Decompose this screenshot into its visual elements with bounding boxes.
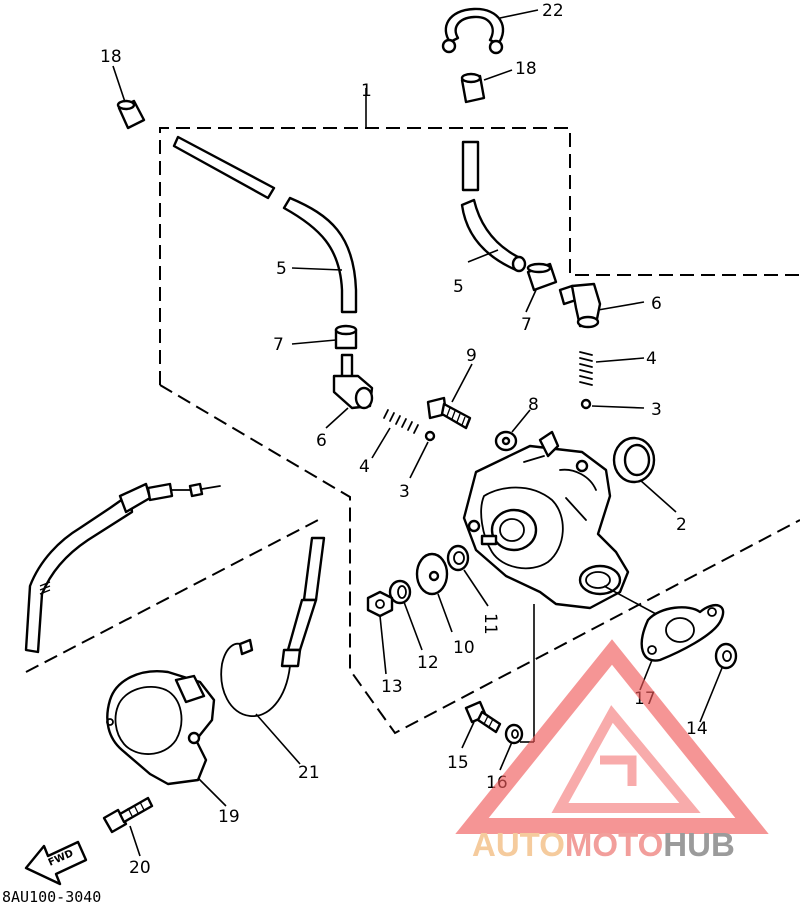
watermark-triangle-icon bbox=[455, 639, 769, 834]
callout-4-left: 4 bbox=[359, 457, 370, 477]
callout-11: 11 bbox=[480, 613, 500, 635]
part-oil-pump-body bbox=[462, 430, 630, 742]
part-ball-3-right bbox=[580, 398, 645, 410]
callout-12: 12 bbox=[417, 653, 439, 673]
part-cable-21 bbox=[24, 482, 326, 765]
part-collar-7-left bbox=[291, 324, 358, 350]
part-bolt-15 bbox=[461, 700, 502, 749]
part-nut-13 bbox=[366, 590, 394, 675]
callout-10: 10 bbox=[453, 638, 475, 658]
part-cap-18-left bbox=[112, 65, 146, 130]
callout-1: 1 bbox=[361, 81, 372, 101]
part-elbow-6-right bbox=[558, 282, 645, 329]
part-seal-2 bbox=[612, 436, 677, 513]
part-washer-14 bbox=[699, 642, 738, 723]
part-cover-19 bbox=[106, 670, 227, 807]
part-washer-16 bbox=[499, 723, 534, 771]
watermark-hub: HUB bbox=[663, 826, 735, 863]
callout-13: 13 bbox=[381, 677, 403, 697]
part-hose-5-left bbox=[172, 135, 358, 314]
callouts: 1 2 3 3 4 4 5 5 6 6 7 7 8 9 10 11 12 13 … bbox=[100, 1, 708, 878]
callout-4-right: 4 bbox=[646, 349, 657, 369]
assembly-boundary bbox=[25, 88, 800, 735]
callout-5-right: 5 bbox=[453, 277, 464, 297]
callout-7-left: 7 bbox=[273, 335, 284, 355]
part-plate-10 bbox=[415, 552, 453, 633]
callout-2: 2 bbox=[676, 515, 687, 535]
callout-18-top: 18 bbox=[515, 59, 537, 79]
part-spring-4-right bbox=[579, 351, 645, 386]
callout-8: 8 bbox=[528, 395, 539, 415]
part-collar-7-right bbox=[525, 262, 558, 313]
callout-14: 14 bbox=[686, 719, 708, 739]
part-ball-3-left bbox=[409, 430, 436, 479]
part-washer-11 bbox=[446, 544, 489, 607]
part-screw-20 bbox=[102, 796, 154, 857]
part-elbow-6-left bbox=[325, 353, 374, 429]
callout-9: 9 bbox=[466, 346, 477, 366]
part-spring-4-left bbox=[371, 409, 419, 459]
callout-21: 21 bbox=[298, 763, 320, 783]
callout-6-left: 6 bbox=[316, 431, 327, 451]
part-washer-12 bbox=[388, 579, 423, 651]
callout-20: 20 bbox=[129, 858, 151, 878]
fwd-arrow-icon: FWD bbox=[24, 840, 88, 886]
callout-22: 22 bbox=[542, 1, 564, 21]
callout-18-left: 18 bbox=[100, 47, 122, 67]
callout-5-left: 5 bbox=[276, 259, 287, 279]
diagram-code: 8AU100-3040 bbox=[2, 888, 101, 906]
callout-3-right: 3 bbox=[651, 400, 662, 420]
callout-7-right: 7 bbox=[521, 315, 532, 335]
callout-3-left: 3 bbox=[399, 482, 410, 502]
part-hose-5-right bbox=[460, 140, 527, 273]
callout-15: 15 bbox=[447, 753, 469, 773]
watermark-auto: AUTO bbox=[472, 826, 565, 863]
callout-6-right: 6 bbox=[651, 294, 662, 314]
part-cap-18-top bbox=[460, 69, 513, 104]
part-bolt-9 bbox=[426, 363, 473, 430]
watermark-moto: MOTO bbox=[565, 826, 663, 863]
callout-19: 19 bbox=[218, 807, 240, 827]
part-clip-22 bbox=[441, 7, 539, 55]
part-washer-8 bbox=[494, 409, 531, 452]
watermark-text: AUTOMOTOHUB bbox=[472, 826, 735, 863]
watermark: AUTOMOTOHUB bbox=[455, 639, 769, 863]
